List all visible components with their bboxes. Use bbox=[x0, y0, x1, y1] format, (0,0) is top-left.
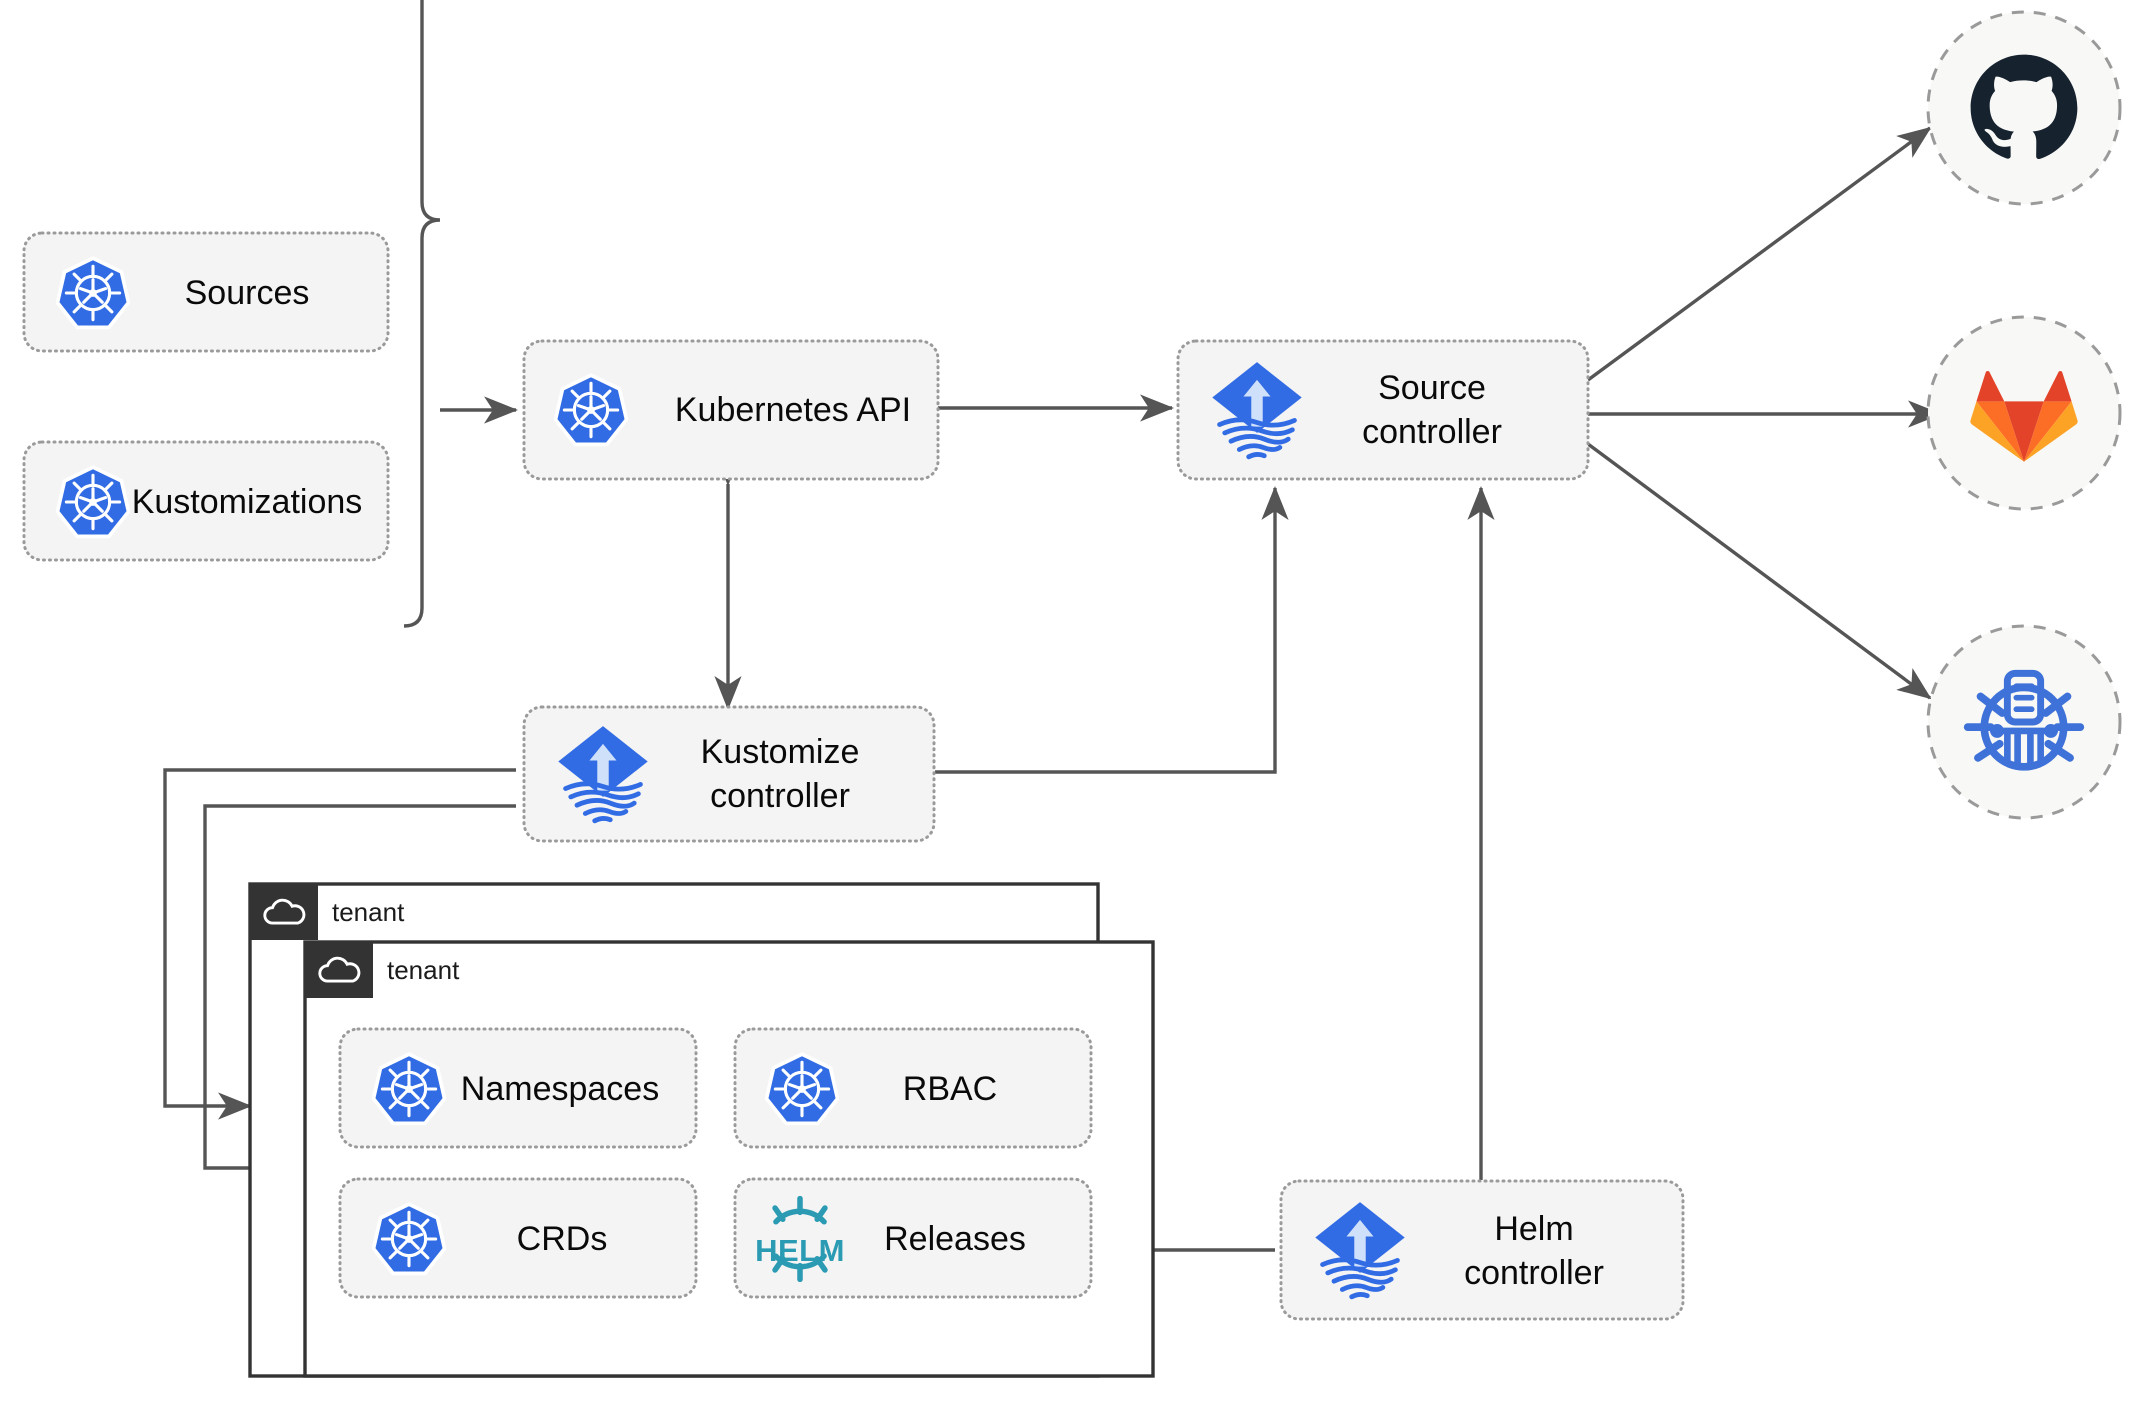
node-rbac[interactable]: RBAC bbox=[733, 1027, 1093, 1149]
node-source-controller-label: Source bbox=[1378, 369, 1486, 407]
edge-layer bbox=[163, 0, 1943, 1264]
kubernetes-icon bbox=[554, 373, 628, 447]
node-sources[interactable]: Sources bbox=[22, 231, 390, 353]
kubernetes-icon bbox=[56, 465, 130, 539]
node-namespaces[interactable]: Namespaces bbox=[338, 1027, 698, 1149]
node-gitlab[interactable] bbox=[1926, 315, 2122, 511]
kubernetes-icon bbox=[372, 1052, 446, 1126]
tenant-front[interactable]: tenant bbox=[303, 940, 1155, 1378]
node-helm-controller-label2: controller bbox=[1464, 1254, 1604, 1292]
node-github[interactable] bbox=[1926, 10, 2122, 206]
node-source-controller-label2: controller bbox=[1362, 413, 1502, 451]
node-kustomize-controller[interactable]: Kustomize controller bbox=[522, 705, 936, 843]
node-rbac-label: RBAC bbox=[903, 1070, 997, 1108]
node-kustomize-controller-label: Kustomize bbox=[701, 733, 860, 771]
edge-sourcecontroller-to-chartmuseum bbox=[1586, 442, 1932, 700]
node-kustomizations[interactable]: Kustomizations bbox=[22, 440, 390, 562]
kubernetes-icon bbox=[56, 256, 130, 330]
tenant-front-body bbox=[303, 940, 1155, 1378]
kubernetes-icon bbox=[372, 1202, 446, 1276]
node-namespaces-label: Namespaces bbox=[461, 1070, 659, 1108]
bracket-resources bbox=[403, 0, 441, 628]
node-kustomizations-label: Kustomizations bbox=[132, 483, 363, 521]
edge-sourcecontroller-to-github bbox=[1586, 126, 1932, 382]
node-kubernetes-api[interactable]: Kubernetes API bbox=[522, 339, 940, 481]
tenant-front-label: tenant bbox=[387, 955, 460, 985]
edge-kustomizecontroller-to-sourcecontroller bbox=[935, 485, 1289, 774]
helm-icon-wordmark: HELM bbox=[755, 1233, 845, 1268]
node-helm-controller-label: Helm bbox=[1494, 1210, 1573, 1248]
node-chartmuseum[interactable] bbox=[1926, 624, 2122, 820]
node-sources-label: Sources bbox=[185, 274, 310, 312]
node-crds[interactable]: CRDs bbox=[338, 1177, 698, 1299]
node-helm-controller[interactable]: Helm controller bbox=[1279, 1179, 1685, 1321]
node-source-controller[interactable]: Source controller bbox=[1176, 339, 1590, 481]
node-kustomize-controller-label2: controller bbox=[710, 777, 850, 815]
tenant-back-header bbox=[250, 884, 318, 940]
edge-kustomizecontroller-to-tenant-back bbox=[163, 768, 516, 1120]
node-releases-label: Releases bbox=[884, 1220, 1026, 1258]
node-releases[interactable]: HELM Releases bbox=[733, 1177, 1093, 1299]
tenant-front-header bbox=[305, 942, 373, 998]
node-kubernetes-api-label: Kubernetes API bbox=[675, 391, 911, 429]
node-crds-label: CRDs bbox=[517, 1220, 608, 1258]
kubernetes-icon bbox=[765, 1052, 839, 1126]
tenant-back-label: tenant bbox=[332, 897, 405, 927]
